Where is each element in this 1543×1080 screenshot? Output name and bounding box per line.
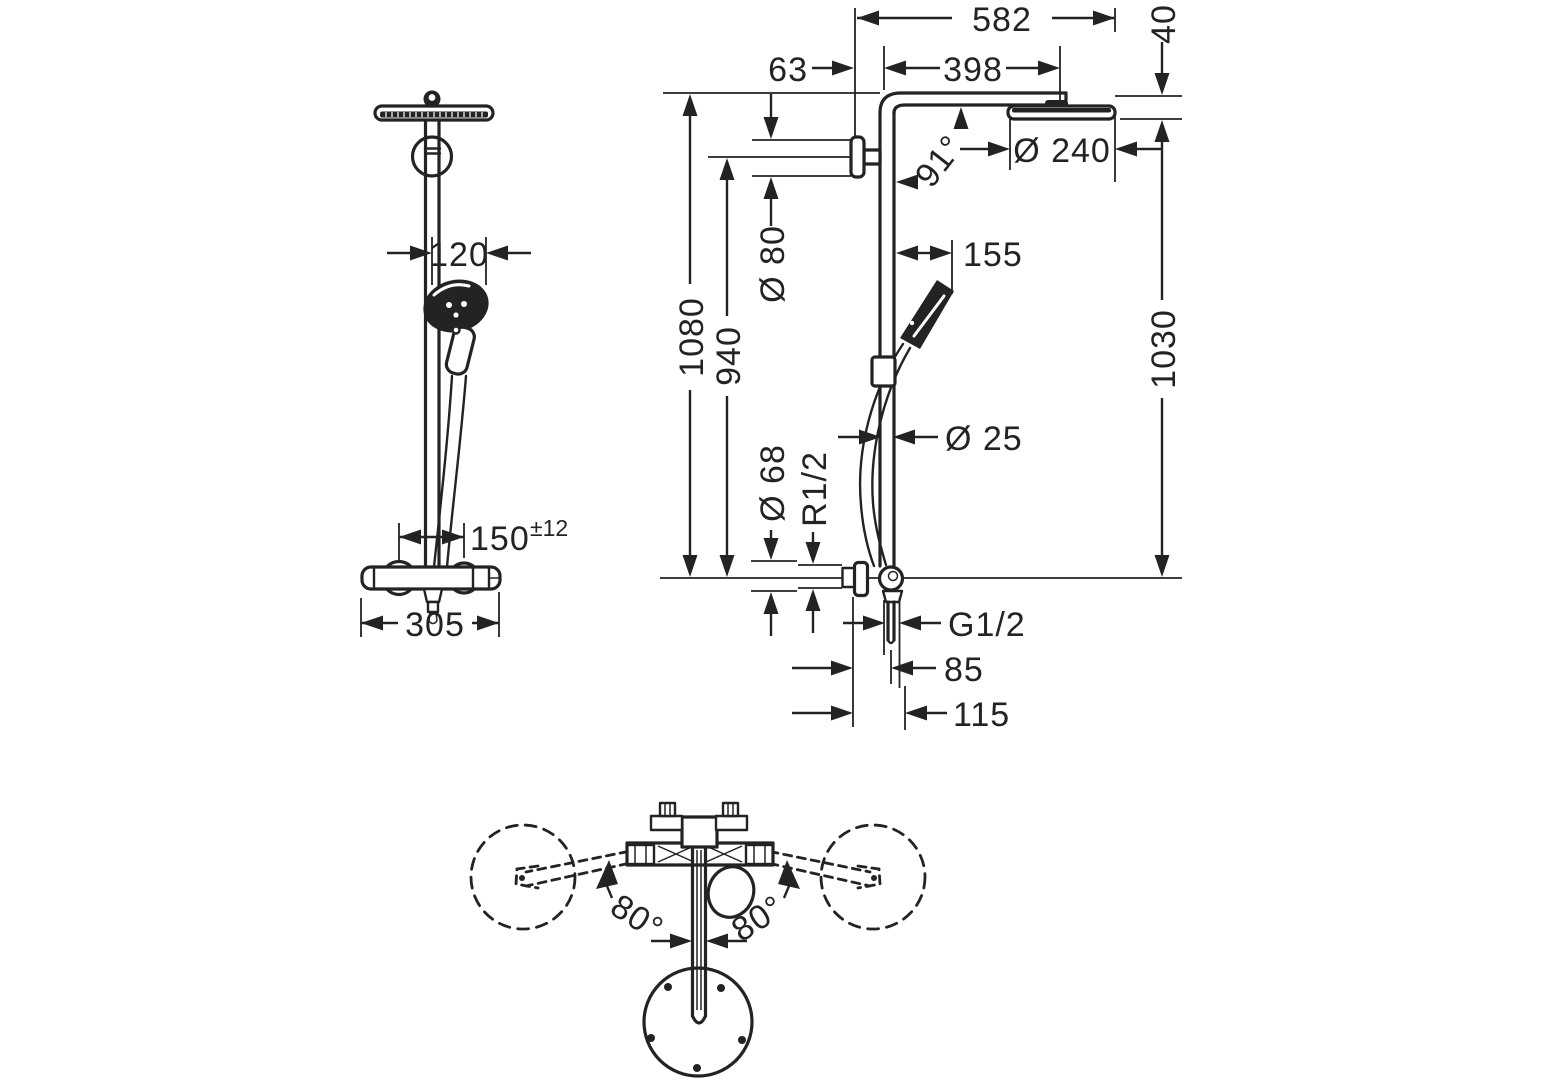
side-riser-pipe — [878, 91, 907, 568]
front-hand-shower — [423, 279, 489, 376]
side-hand-shower — [900, 280, 954, 349]
side-view: 582 63 398 Ø 240 40 — [660, 1, 1183, 734]
front-hanging-hook — [423, 90, 441, 108]
top-view: 80° 80° — [469, 801, 927, 1078]
dim-582: 582 — [857, 1, 1115, 39]
dim-dia-68: Ø 68 — [754, 444, 792, 636]
front-shower-hose — [432, 374, 468, 569]
dim-dia-25: Ø 25 — [838, 420, 1023, 458]
dim-155-label: 155 — [963, 236, 1023, 274]
top-thermostat-body — [625, 801, 775, 867]
dim-g-half-label: G1/2 — [948, 606, 1026, 644]
dim-1030-label: 1030 — [1145, 309, 1183, 389]
front-thermostat-valve — [360, 559, 502, 625]
dim-dia-68-label: Ø 68 — [754, 444, 792, 522]
dim-1030: 1030 — [1145, 120, 1183, 577]
top-hand-shower — [706, 865, 756, 919]
front-overhead-shower — [373, 104, 495, 122]
dim-150: 150 ±12 — [398, 515, 568, 561]
dim-angle-91: 91° — [896, 107, 971, 194]
dim-dia-80: Ø 80 — [754, 94, 792, 303]
dim-398-label: 398 — [943, 51, 1003, 89]
dim-85-label: 85 — [944, 651, 984, 689]
side-overhead-shower — [1006, 104, 1117, 121]
dim-63-label: 63 — [768, 51, 808, 89]
dim-dia-240-label: Ø 240 — [1013, 132, 1111, 170]
dim-940-label: 940 — [710, 326, 748, 386]
top-center-arrows — [651, 933, 747, 949]
top-shower-arm — [690, 845, 708, 1025]
dim-120-label: 120 — [429, 236, 489, 274]
dim-angle-80-left-label: 80° — [604, 887, 670, 949]
dim-dia-25-label: Ø 25 — [945, 420, 1023, 458]
dim-398: 398 — [884, 51, 1060, 89]
dim-150-tolerance-label: ±12 — [530, 515, 568, 541]
dim-85: 85 — [792, 651, 984, 689]
front-view: 120 — [360, 90, 568, 644]
front-wall-bracket — [410, 135, 454, 178]
dim-305-label: 305 — [405, 606, 465, 644]
dim-940: 940 — [710, 158, 748, 577]
dim-582-label: 582 — [972, 1, 1032, 39]
dim-115-label: 115 — [953, 696, 1010, 734]
dim-dia-240: Ø 240 — [960, 132, 1162, 170]
dim-dia-80-label: Ø 80 — [754, 225, 792, 303]
dim-305: 305 — [360, 592, 500, 644]
dim-angle-80-left: 80° — [596, 860, 670, 948]
dim-120: 120 — [387, 236, 531, 285]
dim-150-label: 150 — [470, 520, 530, 558]
dim-r-half: R1/2 — [796, 451, 834, 633]
dim-1080: 1080 — [673, 94, 711, 577]
side-wall-bracket — [849, 135, 882, 179]
side-valve-connection — [841, 560, 905, 645]
side-hand-shower-holder — [870, 355, 897, 388]
dim-g-half: G1/2 — [843, 606, 1026, 644]
dim-1080-label: 1080 — [673, 297, 711, 377]
dim-115: 115 — [792, 696, 1010, 734]
dim-r-half-label: R1/2 — [796, 451, 834, 527]
dim-40: 40 — [1145, 4, 1183, 95]
dim-40-label: 40 — [1145, 4, 1183, 44]
dim-155: 155 — [896, 236, 1023, 274]
side-reference-lines — [660, 8, 1182, 730]
dim-63: 63 — [768, 51, 854, 89]
front-riser-pipe — [423, 118, 441, 569]
